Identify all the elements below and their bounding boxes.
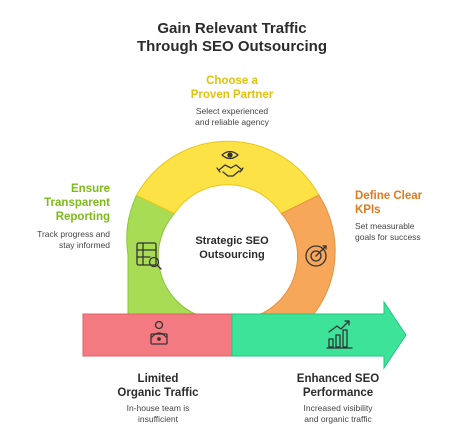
ensure-heading-line-2: Transparent — [44, 197, 110, 209]
limited-box — [82, 313, 235, 357]
enhanced-description: Increased visibility and organic traffic — [278, 403, 398, 425]
enhanced-desc-line-2: and organic traffic — [304, 414, 372, 424]
choose-heading-line-1: Choose a — [206, 75, 258, 87]
center-label-line-1: Strategic SEO — [195, 235, 269, 247]
ensure-segment — [126, 194, 201, 317]
limited-desc-line-1: In-house team is — [126, 403, 190, 413]
title-line-1: Gain Relevant Traffic — [157, 20, 307, 37]
choose-description: Select experienced and reliable agency — [172, 106, 292, 128]
define-heading-line-1: Define Clear — [355, 190, 423, 202]
target-icon — [305, 245, 327, 267]
limited-heading-line-2: Organic Traffic — [117, 387, 199, 399]
title-line-2: Through SEO Outsourcing — [137, 38, 327, 55]
ensure-heading: Ensure Transparent Reporting — [10, 182, 110, 224]
define-desc-line-1: Set measurable — [355, 221, 415, 231]
center-label-line-2: Outsourcing — [199, 248, 265, 261]
define-heading: Define Clear KPIs — [355, 189, 455, 217]
handshake-eye-icon — [216, 150, 244, 177]
person-laptop-icon — [150, 320, 168, 345]
define-description: Set measurable goals for success — [355, 221, 455, 243]
limited-description: In-house team is insufficient — [98, 403, 218, 425]
bar-chart-growth-icon — [326, 320, 353, 349]
ensure-heading-line-1: Ensure — [71, 183, 110, 195]
ensure-heading-line-3: Reporting — [55, 211, 110, 223]
choose-desc-line-1: Select experienced — [195, 106, 269, 116]
ensure-desc-line-1: Track progress and — [37, 229, 110, 239]
enhanced-heading: Enhanced SEO Performance — [278, 372, 398, 400]
diagram-title: Gain Relevant Traffic Through SEO Outsou… — [0, 20, 464, 56]
limited-heading-line-1: Limited — [137, 373, 179, 385]
report-search-icon — [136, 242, 162, 270]
enhanced-arrow — [231, 300, 407, 370]
enhanced-heading-line-1: Enhanced SEO — [296, 373, 380, 385]
limited-desc-line-2: insufficient — [137, 414, 178, 424]
choose-desc-line-2: and reliable agency — [195, 117, 269, 127]
choose-heading-line-2: Proven Partner — [190, 89, 274, 101]
choose-segment — [135, 140, 320, 215]
define-desc-line-2: goals for success — [355, 232, 421, 242]
choose-heading: Choose a Proven Partner — [172, 74, 292, 102]
enhanced-desc-line-1: Increased visibility — [303, 403, 373, 413]
ensure-description: Track progress and stay informed — [10, 229, 110, 251]
limited-heading: Limited Organic Traffic — [98, 372, 218, 400]
enhanced-heading-line-2: Performance — [302, 387, 374, 399]
ensure-desc-line-2: stay informed — [58, 240, 110, 250]
define-heading-line-2: KPIs — [355, 204, 381, 216]
center-label: Strategic SEO Outsourcing — [182, 235, 282, 262]
